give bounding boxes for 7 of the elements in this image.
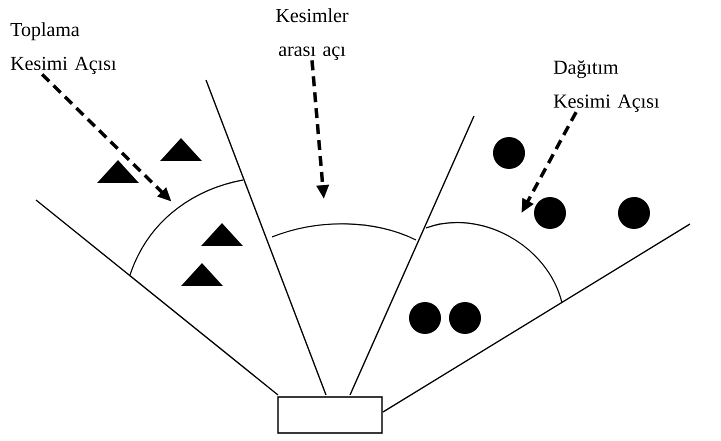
angle-arc — [426, 222, 563, 304]
annotation-label: Toplama Kesimi Açısı — [10, 22, 116, 74]
angle-arc — [129, 179, 244, 276]
annotation-label: Dağıtım Kesimi Açısı — [554, 60, 660, 112]
angle-arc — [272, 223, 416, 241]
annotation-label: Kesimler arası açı — [276, 8, 348, 60]
depot-box — [277, 396, 383, 434]
